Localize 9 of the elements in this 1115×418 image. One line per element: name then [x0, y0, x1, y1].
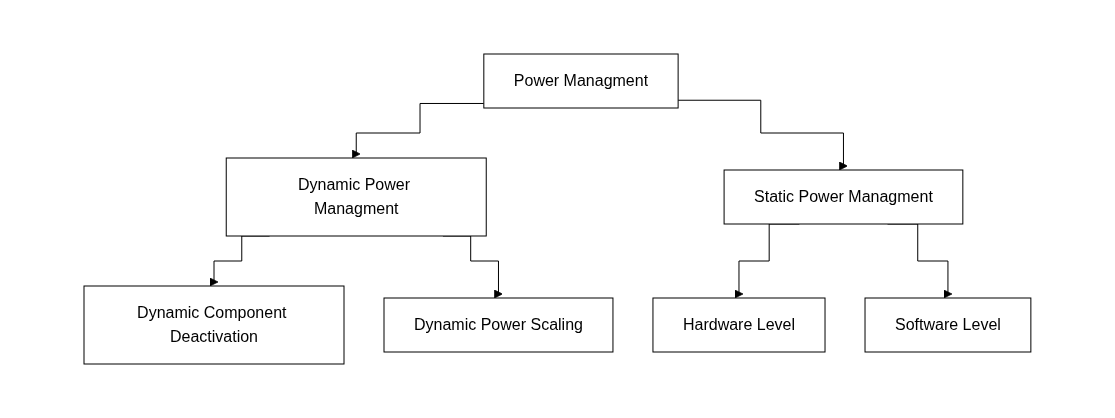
node-box: Dynamic Power Scaling — [383, 297, 614, 353]
node-box: Software Level — [864, 297, 1032, 353]
node-box: Hardware Level — [652, 297, 826, 353]
node-box: Static Power Managment — [723, 169, 964, 225]
node-box: Dynamic Component Deactivation — [83, 285, 345, 365]
node-box: Power Managment — [483, 53, 679, 109]
node-box: Dynamic Power Managment — [225, 157, 487, 237]
arrow — [677, 99, 848, 171]
arrow — [351, 103, 485, 159]
